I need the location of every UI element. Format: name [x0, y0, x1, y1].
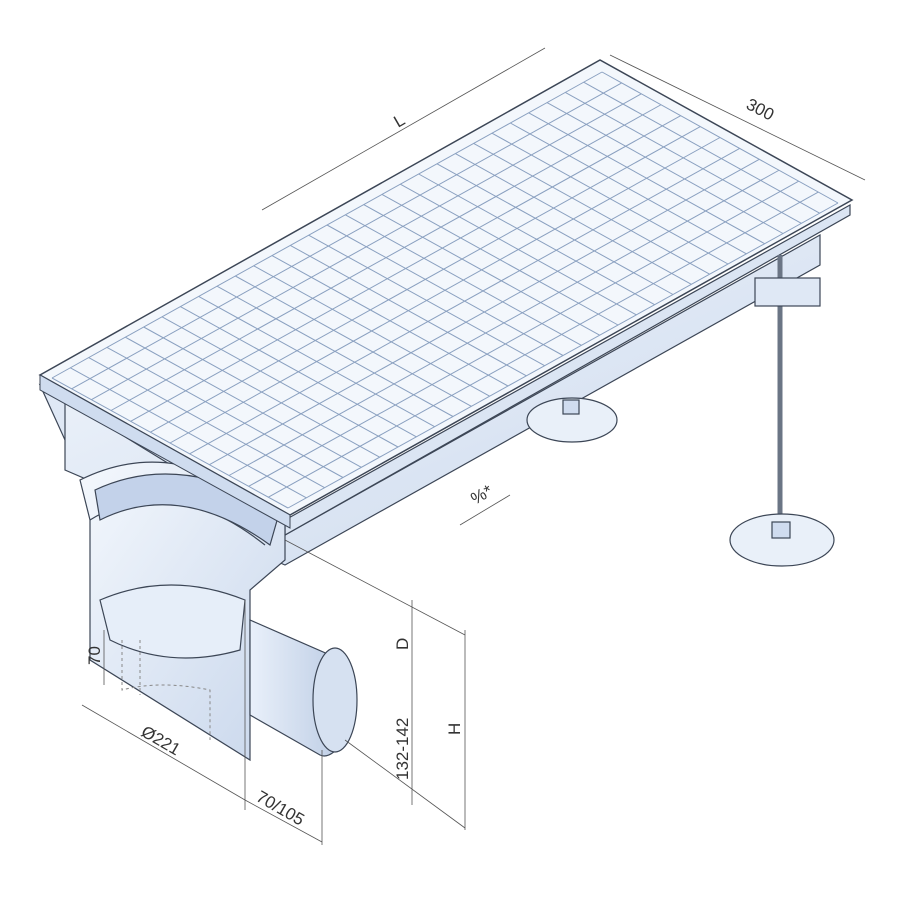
- grate-bar: [106, 346, 344, 478]
- grate-bar: [473, 142, 710, 275]
- grate-bar: [528, 112, 765, 245]
- grate-bar: [271, 255, 509, 387]
- grate-bar: [51, 377, 289, 509]
- grate-bar: [70, 367, 307, 499]
- width-label: 300: [743, 95, 777, 125]
- dimension-lines: [81, 47, 866, 845]
- grate-bar: [198, 295, 435, 428]
- support-foot-rear: [526, 397, 618, 443]
- grate-bar: [308, 234, 545, 367]
- depth-label: D: [393, 638, 412, 650]
- grate-bar: [601, 71, 839, 204]
- grate-bar: [418, 173, 655, 306]
- outlet-pipe: [249, 619, 358, 757]
- grate-bar: [345, 214, 582, 346]
- height-label: H: [445, 723, 464, 735]
- grate-bar: [235, 275, 472, 407]
- grate-bar: [583, 81, 820, 214]
- grate-bar: [400, 183, 637, 316]
- outlet-height-label: 132-142: [393, 718, 412, 780]
- grate-bar: [290, 244, 527, 377]
- grate-bar: [455, 153, 692, 285]
- outlet-length-label: 70/105: [253, 787, 308, 829]
- grate-bar: [125, 336, 362, 468]
- support-foot-front: [729, 255, 835, 567]
- grate-bar: [161, 316, 399, 448]
- grate-bar: [510, 122, 747, 255]
- grate-bar: [326, 224, 564, 356]
- outlet-offset-label: 70: [85, 646, 104, 665]
- grate-bar: [143, 326, 380, 458]
- grate-bar: [436, 163, 674, 295]
- hidden-outline: [121, 640, 211, 740]
- grate-bar: [180, 306, 417, 438]
- grate-bar: [565, 91, 802, 224]
- grate-bar: [216, 285, 454, 417]
- grate-bar: [381, 193, 619, 326]
- grate-bar: [363, 204, 600, 336]
- grate: [38, 59, 854, 529]
- slope-label: %*: [468, 481, 497, 509]
- outlet-diameter-label: Ø221: [138, 722, 184, 759]
- drain-sump: [79, 461, 286, 762]
- grate-bar: [88, 357, 325, 489]
- grate-bar: [546, 102, 784, 234]
- grate-bar: [491, 132, 729, 265]
- grate-bar: [253, 265, 490, 397]
